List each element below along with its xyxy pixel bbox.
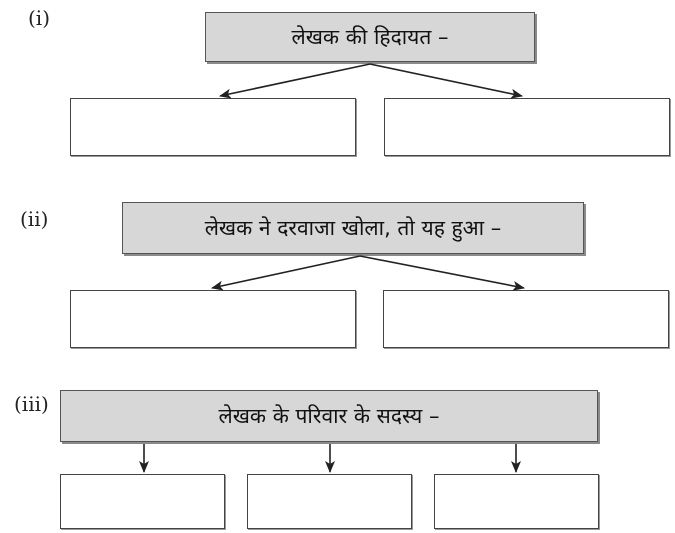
section-1-arrow-right (369, 63, 523, 99)
section-2-answer-box-left[interactable] (70, 290, 356, 348)
section-3-answer-box-2[interactable] (247, 474, 412, 529)
section-3-answer-box-3[interactable] (434, 474, 599, 529)
section-2-number: (ii) (20, 207, 49, 231)
section-2-answer-box-right[interactable] (383, 290, 669, 348)
section-1-heading-box: लेखक की हिदायत – (205, 12, 535, 62)
section-2-arrow-left (211, 255, 361, 291)
section-3-number: (iii) (14, 392, 49, 416)
section-3-answer-box-1[interactable] (60, 474, 225, 529)
section-3-heading-text: लेखक के परिवार के सदस्य – (218, 404, 440, 428)
section-1-answer-box-left[interactable] (70, 98, 356, 156)
section-2-heading-box: लेखक ने दरवाजा खोला, तो यह हुआ – (122, 202, 584, 254)
section-1-heading-text: लेखक की हिदायत – (291, 25, 449, 49)
section-1-answer-box-right[interactable] (384, 98, 670, 156)
section-3-heading-box: लेखक के परिवार के सदस्य – (60, 390, 598, 442)
section-1-number: (i) (28, 6, 51, 30)
section-2-heading-text: लेखक ने दरवाजा खोला, तो यह हुआ – (204, 216, 502, 240)
section-2-arrow-right (359, 255, 525, 291)
section-1-arrow-left (219, 63, 371, 99)
